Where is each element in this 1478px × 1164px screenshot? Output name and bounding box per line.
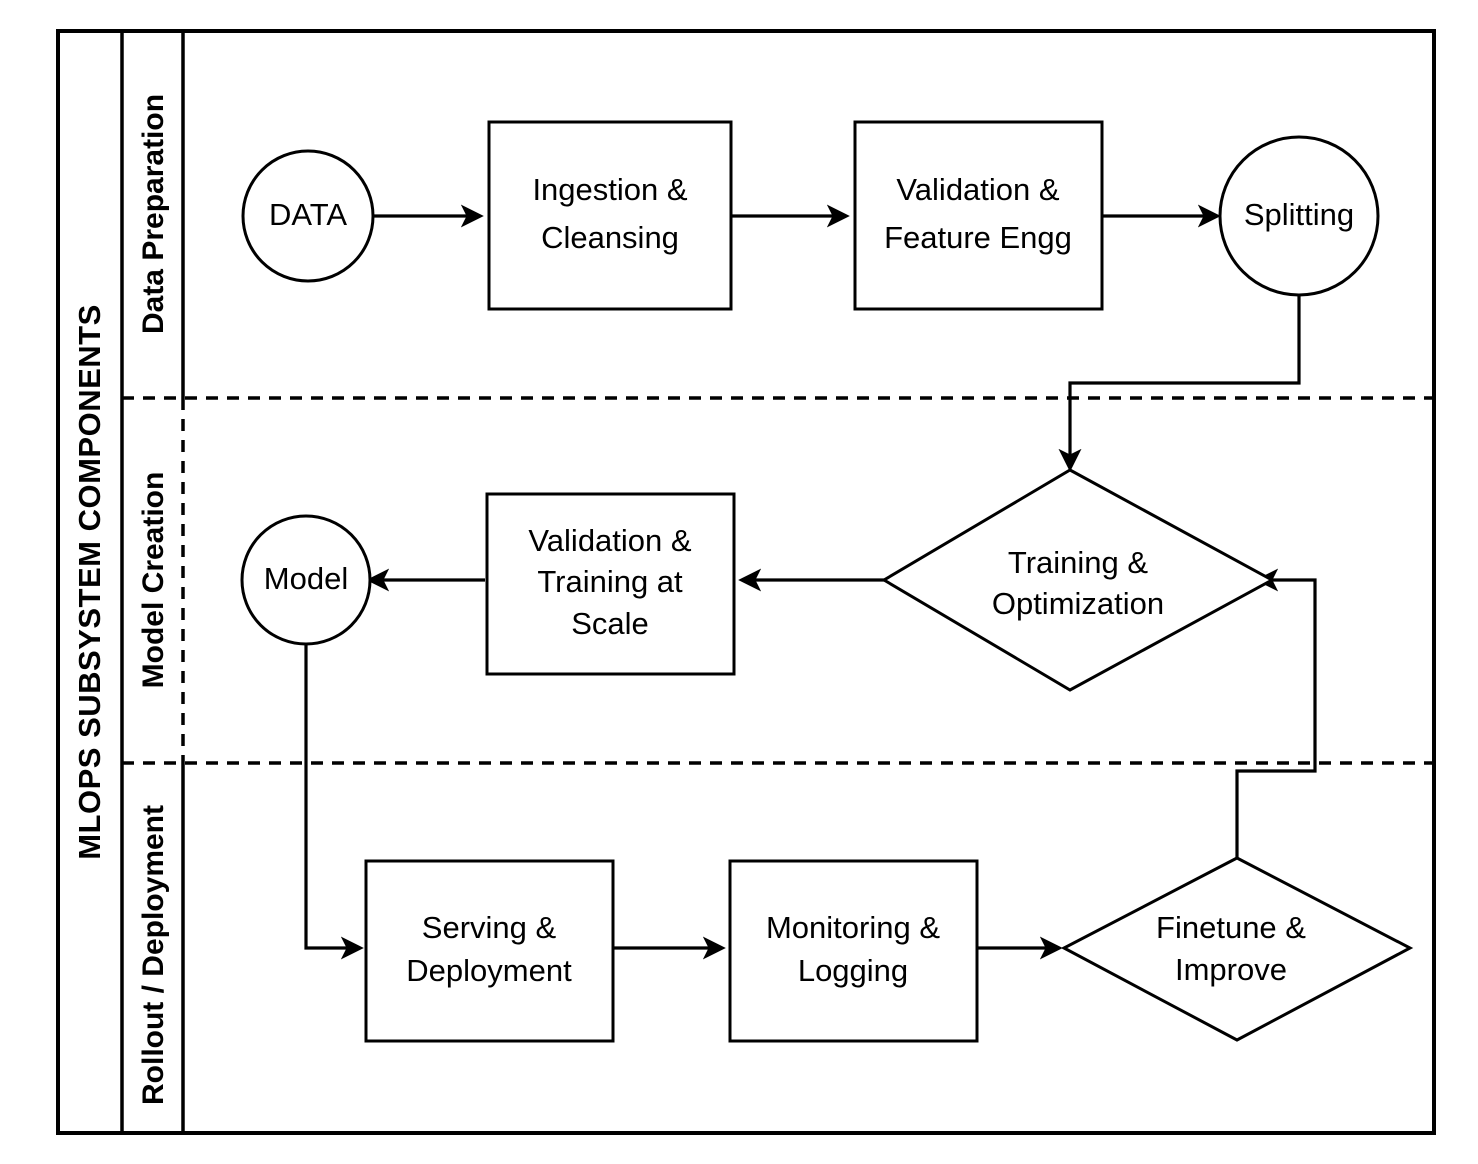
lane-label-text-1: Model Creation xyxy=(137,472,170,689)
node-ingestion-rect[interactable] xyxy=(487,120,733,311)
node-ingestion-label-line1: Ingestion & xyxy=(532,172,687,207)
node-splitting[interactable]: Splitting xyxy=(1218,135,1380,297)
node-validation-training-at-scale[interactable]: Validation & Training at Scale xyxy=(485,492,736,676)
node-data[interactable]: DATA xyxy=(241,149,375,283)
node-data-circle[interactable] xyxy=(241,149,375,283)
node-serving-label-line1: Serving & xyxy=(422,910,557,945)
diagram-title: MLOPS SUBSYSTEM COMPONENTS xyxy=(72,304,107,860)
edges xyxy=(304,204,1317,960)
node-data-label: DATA xyxy=(269,197,347,232)
lane-label-model-creation: Model Creation xyxy=(137,472,170,689)
node-training-optimization[interactable]: Training & Optimization xyxy=(881,468,1276,692)
diagram-title-vertical: MLOPS SUBSYSTEM COMPONENTS xyxy=(72,304,107,860)
node-validation-training-label-line2: Training at xyxy=(537,564,683,599)
edge-finetune-to-training-feedback xyxy=(1235,568,1317,858)
node-serving-label-line2: Deployment xyxy=(406,953,572,988)
node-finetune-label-line2: Improve xyxy=(1175,952,1287,987)
node-validation-fe-label-line2: Feature Engg xyxy=(884,220,1072,255)
node-ingestion-cleansing[interactable]: Ingestion & Cleansing xyxy=(487,120,733,311)
node-validation-training-rect[interactable] xyxy=(485,492,736,676)
node-validation-training-label-line3: Scale xyxy=(571,606,649,641)
node-validation-fe-rect[interactable] xyxy=(853,120,1104,311)
node-serving-rect[interactable] xyxy=(364,859,615,1043)
edge-model-to-serving xyxy=(304,644,364,960)
node-monitoring-label-line1: Monitoring & xyxy=(766,910,940,945)
node-training-optimization-label-line1: Training & xyxy=(1008,545,1148,580)
node-monitoring-logging[interactable]: Monitoring & Logging xyxy=(728,859,979,1043)
lane-label-text-2: Rollout / Deployment xyxy=(137,805,170,1105)
lane-label-rollout-deployment: Rollout / Deployment xyxy=(137,805,170,1105)
node-training-optimization-diamond[interactable] xyxy=(881,468,1276,692)
node-training-optimization-label-line2: Optimization xyxy=(992,586,1164,621)
node-finetune-improve[interactable]: Finetune & Improve xyxy=(1060,856,1414,1042)
node-splitting-circle[interactable] xyxy=(1218,135,1380,297)
node-monitoring-rect[interactable] xyxy=(728,859,979,1043)
node-ingestion-label-line2: Cleansing xyxy=(541,220,679,255)
node-finetune-label-line1: Finetune & xyxy=(1156,910,1306,945)
node-validation-feature-engg[interactable]: Validation & Feature Engg xyxy=(853,120,1104,311)
node-validation-training-label-line1: Validation & xyxy=(528,523,691,558)
node-serving-deployment[interactable]: Serving & Deployment xyxy=(364,859,615,1043)
node-model[interactable]: Model xyxy=(240,514,372,646)
node-finetune-diamond[interactable] xyxy=(1060,856,1414,1042)
edge-splitting-to-training xyxy=(1058,296,1301,472)
diagram-frame xyxy=(56,29,1436,1135)
node-splitting-label: Splitting xyxy=(1244,197,1354,232)
lane-label-text-0: Data Preparation xyxy=(137,94,170,334)
node-validation-fe-label-line1: Validation & xyxy=(896,172,1059,207)
node-monitoring-label-line2: Logging xyxy=(798,953,908,988)
lane-label-data-preparation: Data Preparation xyxy=(137,94,170,334)
outer-frame xyxy=(56,29,1436,1135)
node-model-label: Model xyxy=(264,561,348,596)
node-model-circle[interactable] xyxy=(240,514,372,646)
